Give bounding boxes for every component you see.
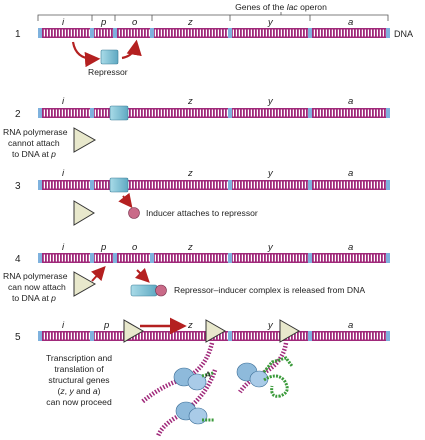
arrow-to-operator — [121, 39, 142, 60]
ribosomes — [173, 362, 269, 425]
svg-text:cannot attach: cannot attach — [8, 138, 60, 148]
svg-text:p: p — [103, 320, 109, 331]
dna-strand — [38, 28, 390, 38]
svg-text:z: z — [187, 96, 193, 107]
gene-boundary-markers — [38, 28, 390, 38]
svg-text:i: i — [62, 96, 65, 107]
step-4: 4 i p o z y a RNA polymerase can now att… — [3, 242, 390, 303]
complex-label: Repressor–inducer complex is released fr… — [174, 285, 365, 295]
svg-text:2: 2 — [15, 109, 21, 120]
svg-text:can now attach: can now attach — [8, 282, 66, 292]
dna-label: DNA — [394, 29, 413, 39]
step-1: 1 DNA i p o z y a Repressor — [15, 17, 413, 77]
polypeptide-a-label: A — [205, 370, 211, 380]
step-3: 3 i z y a Inducer attaches to repressor — [15, 168, 390, 226]
svg-text:RNA polymerase: RNA polymerase — [3, 127, 68, 137]
arrow-polymerase-binds — [91, 266, 106, 282]
svg-text:z: z — [187, 17, 193, 28]
svg-text:y: y — [267, 96, 274, 107]
svg-text:4: 4 — [15, 254, 21, 265]
svg-text:translation of: translation of — [54, 364, 104, 374]
svg-text:i: i — [62, 168, 65, 179]
repressor-bound — [109, 105, 129, 121]
svg-text:to DNA at p: to DNA at p — [12, 293, 56, 303]
svg-text:z: z — [187, 168, 193, 179]
svg-text:p: p — [100, 17, 106, 28]
inducer-label: Inducer attaches to repressor — [146, 208, 258, 218]
protein-chains — [201, 356, 294, 422]
arrow-complex-released — [134, 267, 150, 283]
step-2: 2 i z y a RNA polymerase cannot attach t… — [3, 96, 390, 159]
svg-text:i: i — [62, 17, 65, 28]
inducer — [128, 207, 140, 219]
rna-polymerase — [73, 127, 97, 153]
svg-text:RNA polymerase: RNA polymerase — [3, 271, 68, 281]
svg-text:o: o — [132, 17, 137, 28]
operon-header-label: Genes of the lac operon — [235, 2, 327, 12]
svg-text:3: 3 — [15, 181, 21, 192]
svg-text:a: a — [348, 96, 353, 107]
svg-text:can now proceed: can now proceed — [46, 397, 112, 407]
svg-text:y: y — [267, 242, 274, 253]
step-5-caption: Transcription and translation of structu… — [46, 353, 112, 407]
repressor — [100, 49, 119, 65]
svg-text:z: z — [187, 320, 193, 331]
svg-text:i: i — [62, 242, 65, 253]
step-5: 5 i p z y a — [15, 317, 390, 437]
repressor-inducer-complex — [130, 284, 158, 297]
svg-text:a: a — [348, 242, 353, 253]
svg-text:a: a — [348, 17, 353, 28]
operon-header: Genes of the lac operon — [37, 2, 389, 21]
svg-text:y: y — [267, 320, 274, 331]
svg-text:p: p — [100, 242, 106, 253]
step-number: 1 — [15, 29, 21, 40]
repressor-label: Repressor — [88, 67, 128, 77]
arrow-to-repressor — [71, 41, 101, 68]
svg-text:z: z — [187, 242, 193, 253]
mrna-strands — [140, 342, 289, 437]
svg-text:(z, y and a): (z, y and a) — [57, 386, 100, 396]
svg-text:o: o — [132, 242, 137, 253]
svg-text:a: a — [348, 168, 353, 179]
svg-text:y: y — [267, 17, 274, 28]
svg-text:structural genes: structural genes — [48, 375, 109, 385]
svg-text:Transcription and: Transcription and — [46, 353, 112, 363]
svg-text:y: y — [267, 168, 274, 179]
svg-text:i: i — [62, 320, 65, 331]
svg-text:5: 5 — [15, 332, 21, 343]
svg-text:a: a — [348, 320, 353, 331]
svg-text:to DNA at p: to DNA at p — [12, 149, 56, 159]
